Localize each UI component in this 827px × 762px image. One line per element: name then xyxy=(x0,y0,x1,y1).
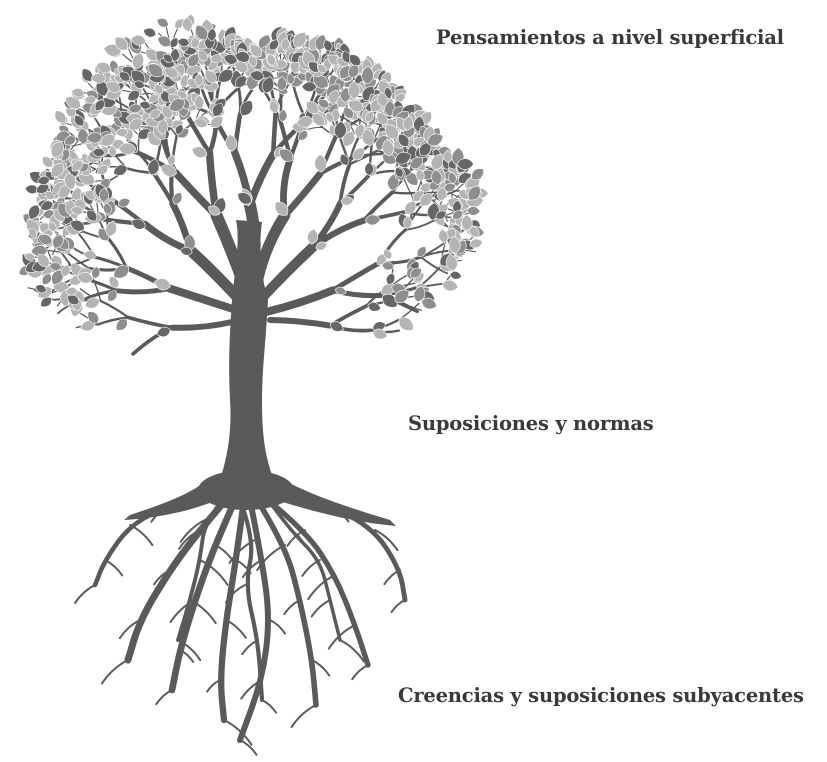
rootlet xyxy=(102,660,128,683)
leaf-blade xyxy=(155,16,170,29)
surface-thoughts-label: Pensamientos a nivel superficial xyxy=(436,26,784,49)
leaf xyxy=(441,279,459,293)
rootlet xyxy=(312,600,330,616)
leaf xyxy=(142,26,157,39)
branch xyxy=(250,154,273,205)
rootlet xyxy=(270,620,285,634)
leaf-blade xyxy=(441,279,459,293)
leaf-blade xyxy=(328,319,345,334)
rootlet xyxy=(262,700,276,713)
leaf-blade xyxy=(111,163,129,179)
rootlet xyxy=(302,560,320,576)
rootlet xyxy=(384,570,400,584)
rootlet xyxy=(75,585,95,603)
branch xyxy=(101,301,129,318)
branch xyxy=(285,174,320,216)
branch xyxy=(128,318,172,328)
rootlet xyxy=(215,545,234,562)
rootlet xyxy=(292,705,316,727)
rootlet xyxy=(329,625,355,649)
branch xyxy=(333,262,381,290)
rootlet xyxy=(240,740,256,755)
branch xyxy=(308,127,323,129)
tree-roots xyxy=(75,470,405,755)
rootlet xyxy=(156,690,172,704)
branch xyxy=(172,322,232,328)
rootlet xyxy=(352,665,368,679)
branch xyxy=(266,290,333,312)
rootlet xyxy=(308,575,335,599)
rootlet xyxy=(105,560,122,575)
leaf-blade xyxy=(142,26,157,39)
root-strand xyxy=(178,496,226,640)
leaf xyxy=(130,217,148,232)
rootlet xyxy=(226,620,246,638)
core-beliefs-label: Creencias y suposiciones subyacentes xyxy=(398,684,804,707)
root-strand xyxy=(221,500,244,720)
rootlet xyxy=(284,600,300,614)
leaf xyxy=(155,16,170,29)
branch xyxy=(270,320,330,326)
leaf xyxy=(111,163,129,179)
branch xyxy=(273,112,276,154)
rootlet xyxy=(392,600,405,612)
leaf-blade xyxy=(130,217,148,232)
rootlet xyxy=(242,640,258,654)
leaf xyxy=(328,319,345,334)
assumptions-rules-label: Suposiciones y normas xyxy=(408,412,654,435)
root-strand xyxy=(262,495,368,665)
